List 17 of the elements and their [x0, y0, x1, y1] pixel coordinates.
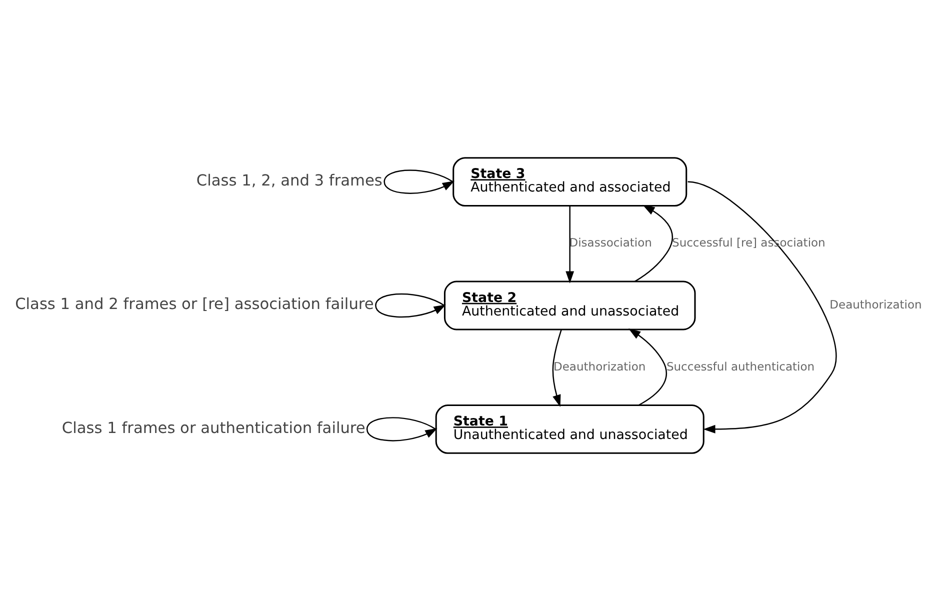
arrow	[566, 206, 574, 284]
arrow	[628, 328, 667, 406]
arrow	[375, 293, 446, 318]
edge-label: Class 1 frames or authentication failure	[62, 418, 366, 437]
arrow	[634, 204, 673, 282]
edge-label: Class 1 and 2 frames or [re] association failure	[15, 295, 374, 314]
node-box: State 1 Unauthenticated and unassociated	[435, 404, 704, 454]
node-box: State 2 Authenticated and unassociated	[444, 280, 696, 330]
edge-label: Successful authentication	[666, 359, 815, 374]
edge-label: Class 1, 2, and 3 frames	[196, 171, 382, 190]
edge-label: Deauthorization	[830, 297, 922, 312]
arrow	[552, 329, 562, 407]
arrow	[384, 170, 455, 194]
node-box: State 3 Authenticated and associated	[452, 157, 688, 207]
arrow	[366, 417, 438, 442]
edge-label: Deauthorization	[554, 359, 646, 374]
arrow	[688, 181, 836, 434]
